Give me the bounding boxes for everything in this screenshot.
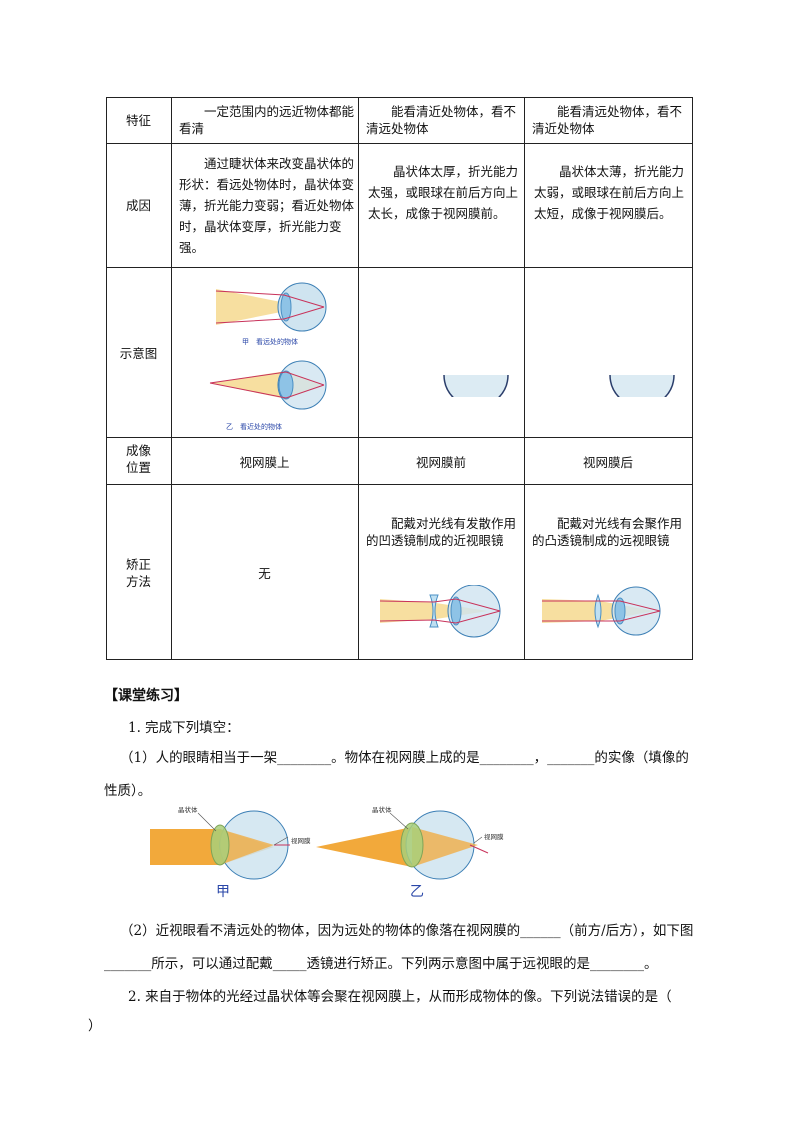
lens-icon xyxy=(614,597,626,625)
convex-lens-icon xyxy=(594,593,602,629)
lens-icon xyxy=(278,370,294,400)
myopia-eye-fragment xyxy=(443,374,509,397)
lens-icon xyxy=(280,292,292,322)
eye-focus-figure: 晶状体 视网膜 甲 晶状体 视网膜 乙 xyxy=(150,805,504,900)
table-rule xyxy=(692,97,693,660)
table-rule xyxy=(106,437,693,438)
light-ray xyxy=(542,610,661,622)
table-rule xyxy=(524,97,525,660)
cell-correction-hyperopia: 配戴对光线有会聚作用的凸透镜制成的远视眼镜 xyxy=(532,516,683,548)
row-label-image-position: 成像 位置 xyxy=(106,442,171,476)
light-ray xyxy=(209,371,325,386)
cell-feature-myopia: 能看清近处物体，看不清远处物体 xyxy=(366,104,517,136)
lens-icon xyxy=(450,596,462,626)
label-line: 矫正 xyxy=(125,557,151,572)
table-rule xyxy=(106,97,107,660)
caption-far: 甲 看远处的物体 xyxy=(242,337,298,346)
light-beam xyxy=(412,827,478,867)
label-line: 方法 xyxy=(125,574,151,589)
figure-yi: 晶状体 视网膜 乙 xyxy=(316,805,504,900)
cell-correction-normal: 无 xyxy=(258,566,271,581)
light-ray xyxy=(215,290,325,308)
table-rule xyxy=(106,659,693,660)
label-retina: 视网膜 xyxy=(484,832,504,841)
question-2-line1: 2. 来自于物体的光经过晶状体等会聚在视网膜上，从而形成物体的像。下列说法错误的… xyxy=(128,989,672,1005)
normal-eye-diagram: 甲 看远处的物体 乙 看近处的物体 xyxy=(209,282,327,431)
caption-yi: 乙 xyxy=(410,884,424,900)
light-beam xyxy=(316,827,412,867)
cell-correction-myopia: 配戴对光线有发散作用的凹透镜制成的近视眼镜 xyxy=(366,516,517,548)
question-1-2-line1: （2）近视眼看不清远处的物体，因为远处的物体的像落在视网膜的______（前方/… xyxy=(120,923,694,939)
hyperopia-eye-fragment xyxy=(609,374,675,397)
figure-jia: 晶状体 视网膜 甲 xyxy=(150,805,311,900)
question-1-title: 1. 完成下列填空： xyxy=(128,720,240,736)
table-rule xyxy=(106,97,693,98)
cell-feature-normal: 一定范围内的远近物体都能看清 xyxy=(179,104,355,136)
label-line: 位置 xyxy=(125,460,151,475)
row-label-diagram: 示意图 xyxy=(119,346,158,361)
question-1-1-line2: 性质）。 xyxy=(104,783,152,799)
caption-near: 乙 看近处的物体 xyxy=(226,422,282,431)
label-lens: 晶状体 xyxy=(178,805,198,814)
table-rule xyxy=(358,97,359,660)
cell-position-normal: 视网膜上 xyxy=(239,455,290,470)
question-1-2-line2: _______所示，可以通过配戴_____透镜进行矫正。下列两示意图中属于远视眼… xyxy=(104,956,658,972)
eye-comparison-table: 特征 一定范围内的远近物体都能看清 能看清近处物体，看不清远处物体 能看清远处物… xyxy=(106,97,693,660)
label-line: 成像 xyxy=(125,443,151,458)
row-label-correction: 矫正 方法 xyxy=(106,556,171,590)
eyeball-icon xyxy=(277,282,327,332)
table-rule xyxy=(171,97,172,660)
pointer-line xyxy=(389,812,409,830)
table-rule xyxy=(106,267,693,268)
light-ray xyxy=(542,600,661,612)
row-label-cause: 成因 xyxy=(125,198,151,213)
caption-jia: 甲 xyxy=(216,884,230,900)
pointer-line xyxy=(473,836,483,844)
light-beam xyxy=(220,829,274,865)
light-ray xyxy=(379,610,501,624)
lens-icon xyxy=(210,824,230,866)
label-lens: 晶状体 xyxy=(372,805,392,814)
cell-feature-hyperopia: 能看清远处物体，看不清近处物体 xyxy=(532,104,683,136)
table-rule xyxy=(106,143,693,144)
row-label-feature: 特征 xyxy=(125,113,151,128)
hyperopia-correction-diagram xyxy=(542,586,661,636)
section-heading: 【课堂练习】 xyxy=(104,688,188,704)
pointer-line xyxy=(273,836,289,846)
light-ray xyxy=(209,382,325,399)
light-ray xyxy=(469,844,489,854)
cell-cause-myopia: 晶状体太厚，折光能力太强，或眼球在前后方向上太长，成像于视网膜前。 xyxy=(368,164,519,221)
myopia-correction-diagram xyxy=(379,585,501,638)
light-beam xyxy=(210,371,286,399)
cell-position-myopia: 视网膜前 xyxy=(415,455,466,470)
question-2-line2: ） xyxy=(88,1018,102,1034)
cell-cause-normal: 通过睫状体来改变晶状体的形状：看远处物体时，晶状体变薄，折光能力变弱；看近处物体… xyxy=(179,156,355,255)
cell-cause-hyperopia: 晶状体太薄，折光能力太弱，或眼球在前后方向上太短，成像于视网膜后。 xyxy=(534,164,685,221)
light-ray xyxy=(379,598,501,612)
question-1-1-line1: （1）人的眼睛相当于一架________。物体在视网膜上成的是________，… xyxy=(120,750,689,766)
light-beam xyxy=(216,289,306,325)
pointer-line xyxy=(197,812,217,832)
lens-icon xyxy=(400,822,424,868)
cell-position-hyperopia: 视网膜后 xyxy=(582,455,633,470)
label-retina: 视网膜 xyxy=(291,836,311,845)
light-ray xyxy=(215,306,325,324)
table-rule xyxy=(106,484,693,485)
